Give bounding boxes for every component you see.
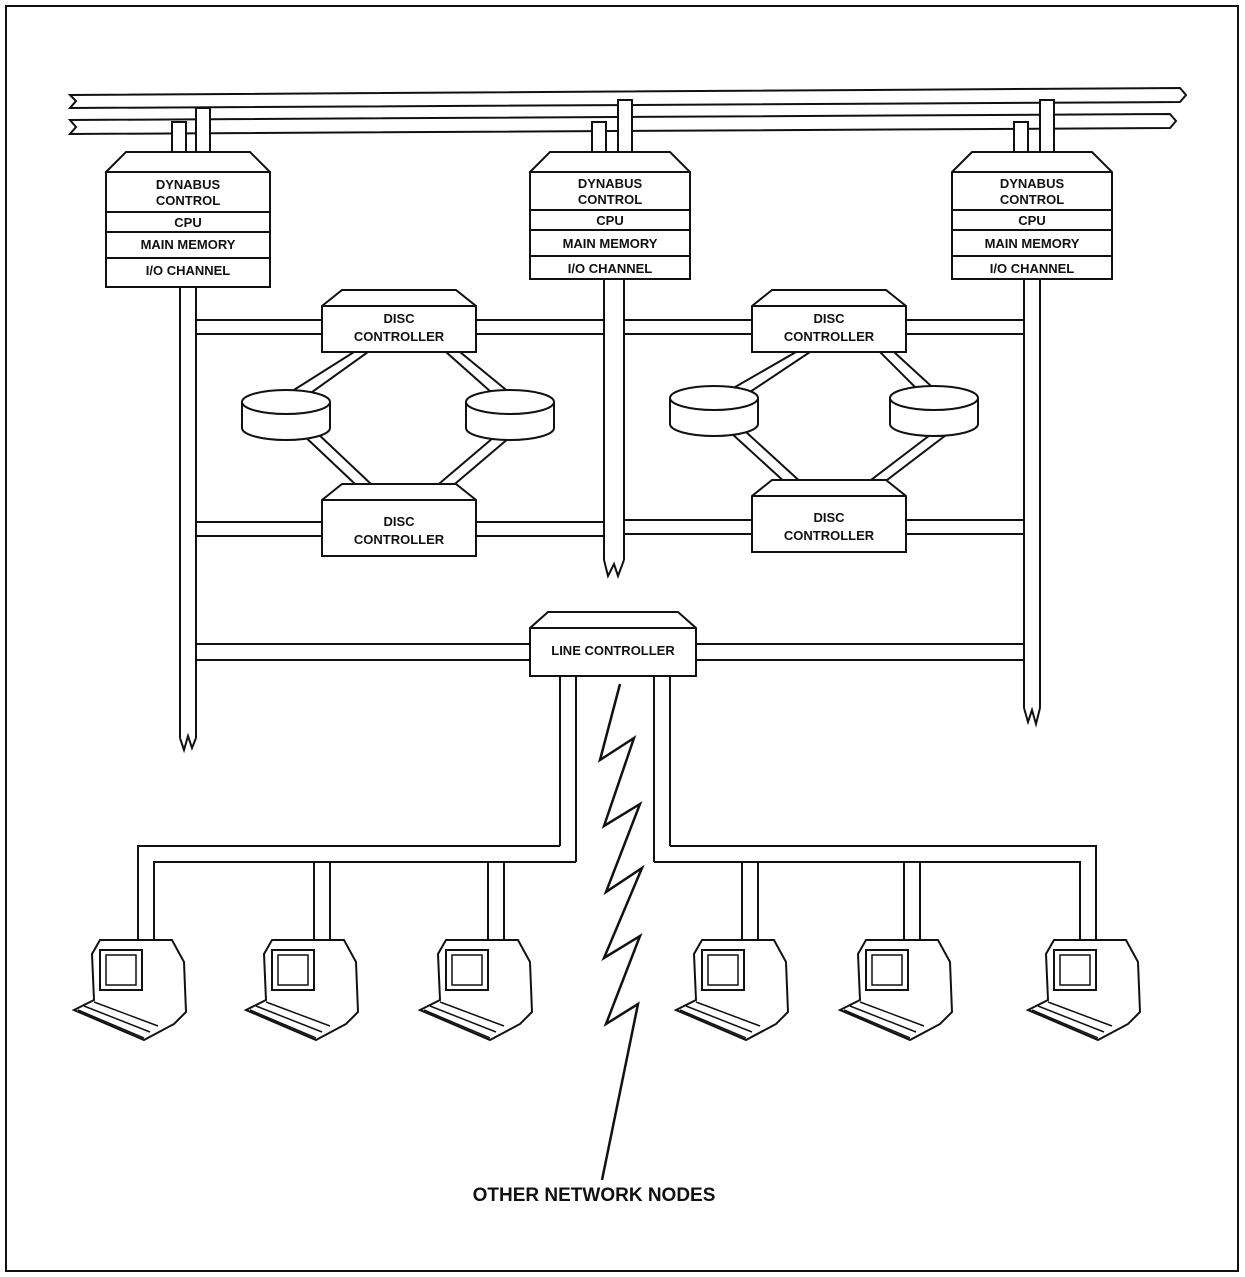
processor-module-2: DYNABUS CONTROL CPU MAIN MEMORY I/O CHAN… — [530, 152, 690, 279]
line-controller: LINE CONTROLLER — [530, 612, 696, 676]
module-cpu-label: CPU — [596, 213, 623, 228]
disc-controller-label: DISC — [813, 510, 845, 525]
disc-drive-icon — [466, 390, 554, 440]
network-link-bolt — [600, 684, 642, 1180]
disc-controller-label: CONTROLLER — [784, 329, 875, 344]
disc-drives — [242, 386, 978, 440]
disc-cables — [278, 352, 950, 500]
module-io-label: I/O CHANNEL — [990, 261, 1075, 276]
module-dynabus-label: DYNABUS — [156, 177, 221, 192]
processor-module-1: DYNABUS CONTROL CPU MAIN MEMORY I/O CHAN… — [106, 152, 270, 287]
module-memory-label: MAIN MEMORY — [985, 236, 1080, 251]
terminal-network — [138, 676, 1096, 940]
terminal-icon — [1028, 940, 1140, 1040]
disc-controller-label: CONTROLLER — [354, 532, 445, 547]
processor-module-3: DYNABUS CONTROL CPU MAIN MEMORY I/O CHAN… — [952, 152, 1112, 279]
other-network-nodes-label: OTHER NETWORK NODES — [473, 1185, 716, 1206]
disc-controller-1: DISC CONTROLLER — [322, 290, 476, 352]
module-dynabus-label: DYNABUS — [578, 176, 643, 191]
line-controller-label: LINE CONTROLLER — [551, 643, 675, 658]
disc-controller-label: CONTROLLER — [784, 528, 875, 543]
module-memory-label: MAIN MEMORY — [563, 236, 658, 251]
terminal-icon — [676, 940, 788, 1040]
module-io-label: I/O CHANNEL — [568, 261, 653, 276]
disc-drive-icon — [890, 386, 978, 436]
terminal-icon — [246, 940, 358, 1040]
module-control-label: CONTROL — [156, 193, 220, 208]
disc-controller-label: DISC — [813, 311, 845, 326]
disc-controller-2: DISC CONTROLLER — [752, 290, 906, 352]
disc-drive-icon — [242, 390, 330, 440]
disc-controller-3: DISC CONTROLLER — [322, 484, 476, 556]
module-control-label: CONTROL — [578, 192, 642, 207]
module-memory-label: MAIN MEMORY — [141, 237, 236, 252]
terminal-icon — [420, 940, 532, 1040]
disc-controller-4: DISC CONTROLLER — [752, 480, 906, 552]
disc-controller-label: DISC — [383, 311, 415, 326]
disc-controller-label: DISC — [383, 514, 415, 529]
module-cpu-label: CPU — [174, 215, 201, 230]
terminal-icon — [74, 940, 186, 1040]
io-buses — [180, 279, 1040, 750]
module-io-label: I/O CHANNEL — [146, 263, 231, 278]
disc-drive-icon — [670, 386, 758, 436]
module-cpu-label: CPU — [1018, 213, 1045, 228]
disc-controller-label: CONTROLLER — [354, 329, 445, 344]
module-dynabus-label: DYNABUS — [1000, 176, 1065, 191]
terminal-icon — [840, 940, 952, 1040]
module-control-label: CONTROL — [1000, 192, 1064, 207]
